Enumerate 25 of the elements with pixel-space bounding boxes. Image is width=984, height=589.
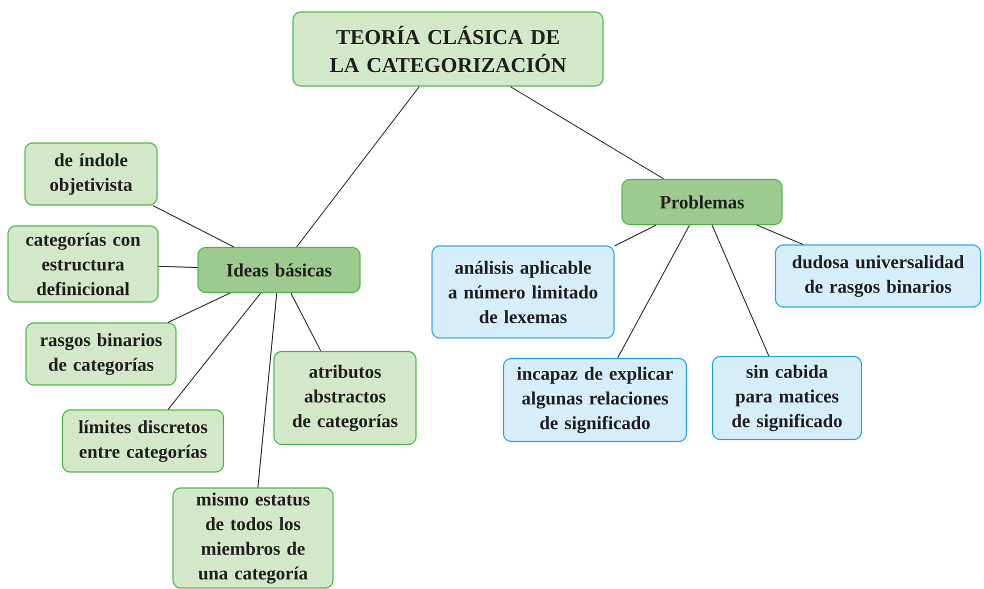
topic-box: Problemas (621, 178, 783, 226)
problem-box: incapaz de explicar algunas relaciones de significado (502, 358, 688, 442)
problem-box: sin cabida para matices de significado (712, 356, 862, 440)
connector-line (152, 205, 234, 248)
title-box: TEORÍA CLÁSICA DE LA CATEGORIZACIÓN (292, 11, 604, 87)
connector-line (614, 224, 657, 246)
connector-line (290, 292, 322, 352)
idea-box: mismo estatus de todos los miembros de una categoría (172, 487, 334, 589)
connector-line (296, 86, 420, 248)
connector-line (617, 224, 690, 358)
connector-line (257, 292, 278, 488)
idea-box: de índole objetivista (24, 142, 158, 206)
problem-box: análisis aplicable a número limitado de lexemas (431, 245, 615, 339)
idea-box: rasgos binarios de categorías (25, 322, 177, 386)
idea-box: categorías con estructura definicional (7, 225, 159, 303)
connector-line (756, 224, 804, 245)
connector-line (510, 86, 664, 180)
topic-box: Ideas básicas (197, 246, 361, 294)
connector-line (712, 224, 770, 356)
connector-line (168, 292, 262, 410)
idea-box: atributos abstractos de categorías (273, 350, 417, 446)
idea-box: límites discretos entre categorías (62, 409, 224, 473)
connector-line (158, 266, 198, 268)
problem-box: dudosa universalidad de rasgos binarios (774, 244, 982, 308)
connector-line (167, 292, 231, 323)
